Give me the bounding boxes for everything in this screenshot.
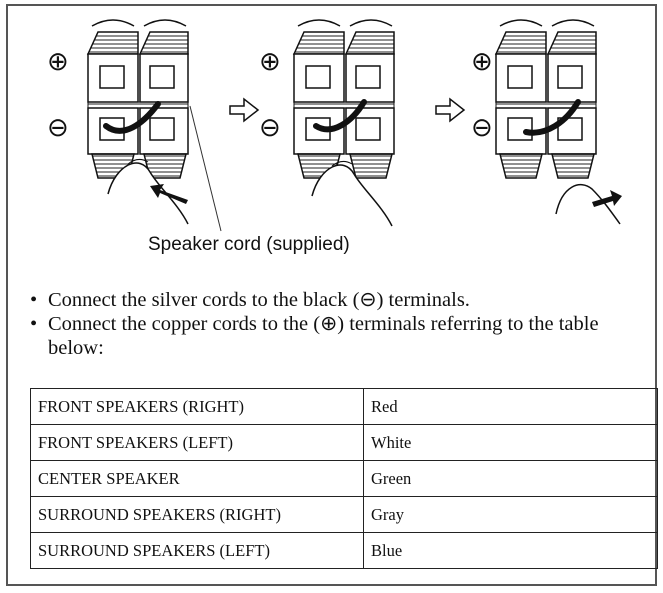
color-cell: Red <box>363 388 658 425</box>
color-cell: White <box>363 424 658 461</box>
minus-terminal-label: ⊖ <box>471 113 493 143</box>
table-row: SURROUND SPEAKERS (LEFT) Blue <box>30 532 658 569</box>
terminal-step-3 <box>495 19 622 225</box>
plus-terminal-label: ⊕ <box>471 47 493 77</box>
illustration-caption: Speaker cord (supplied) <box>148 234 350 255</box>
speaker-terminal-illustration: ⊕ ⊖ ⊕ ⊖ ⊕ ⊖ <box>47 19 622 232</box>
terminal-step-2 <box>293 19 395 227</box>
color-cell: Blue <box>363 532 658 569</box>
minus-terminal-label: ⊖ <box>259 113 281 143</box>
plus-terminal-label: ⊕ <box>47 47 69 77</box>
speaker-cell: SURROUND SPEAKERS (LEFT) <box>30 532 364 569</box>
instruction-list: Connect the silver cords to the black (⊖… <box>30 288 650 360</box>
cord-pointer-line <box>189 105 222 232</box>
terminal-step-1 <box>87 19 189 225</box>
speaker-color-table: FRONT SPEAKERS (RIGHT) Red FRONT SPEAKER… <box>30 388 658 569</box>
speaker-cell: FRONT SPEAKERS (RIGHT) <box>30 388 364 425</box>
speaker-cell: FRONT SPEAKERS (LEFT) <box>30 424 364 461</box>
step-arrow-icon <box>229 97 260 123</box>
table-row: FRONT SPEAKERS (RIGHT) Red <box>30 388 658 425</box>
plus-terminal-label: ⊕ <box>259 47 281 77</box>
color-cell: Gray <box>363 496 658 533</box>
step-arrow-icon <box>435 97 466 123</box>
manual-panel: ⊕ ⊖ ⊕ ⊖ ⊕ ⊖ Speaker cord (supplied) Conn… <box>6 4 658 586</box>
speaker-cell: SURROUND SPEAKERS (RIGHT) <box>30 496 364 533</box>
color-cell: Green <box>363 460 658 497</box>
table-row: FRONT SPEAKERS (LEFT) White <box>30 424 658 461</box>
instruction-item: Connect the silver cords to the black (⊖… <box>30 288 650 312</box>
minus-terminal-label: ⊖ <box>47 113 69 143</box>
instruction-item: Connect the copper cords to the (⊕) term… <box>30 312 650 360</box>
speaker-cell: CENTER SPEAKER <box>30 460 364 497</box>
table-row: SURROUND SPEAKERS (RIGHT) Gray <box>30 496 658 533</box>
table-row: CENTER SPEAKER Green <box>30 460 658 497</box>
